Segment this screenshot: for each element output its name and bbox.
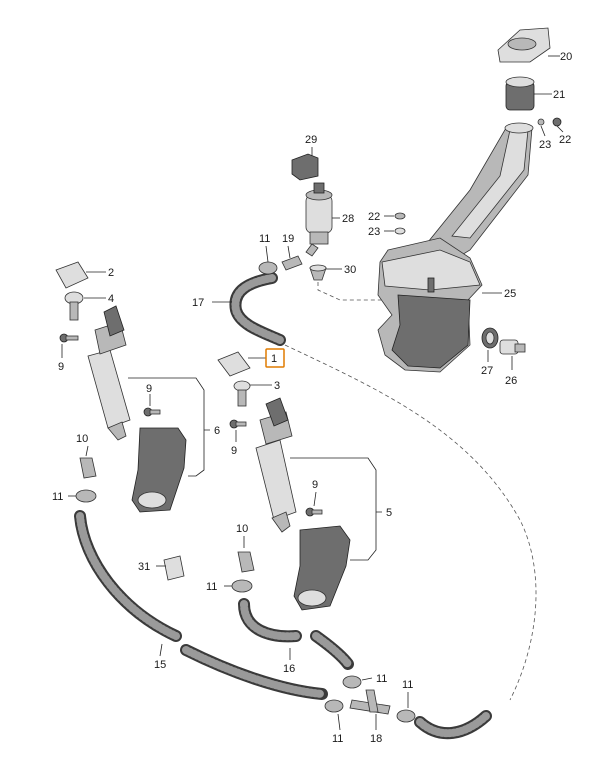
label-2: 2 [108,267,114,279]
nozzle-3 [233,380,251,407]
clamp-11-right [231,579,253,593]
filler-cap [497,27,551,63]
leader-lines [61,55,564,731]
clamp-11-b2 [324,699,344,713]
level-sensor-26 [499,339,526,355]
label-11d: 11 [376,673,387,685]
label-4: 4 [108,293,114,305]
label-25: 25 [504,288,516,300]
grommet-27 [481,327,499,349]
clamp-11-b1 [342,675,362,689]
grommet-30 [309,264,327,281]
bracket-line-6 [128,377,210,477]
label-11f: 11 [332,733,343,745]
label-30: 30 [344,264,356,276]
filler-collar [505,76,535,111]
telescopic-cylinder-left [87,305,131,441]
label-9a: 9 [58,361,64,373]
seal-23 [394,227,406,235]
label-18: 18 [370,733,382,745]
elbow-10-left [79,457,97,479]
label-23b: 23 [368,226,380,238]
bracket-right [293,525,351,611]
clip-31 [163,555,185,581]
clamp-11-left [75,489,97,503]
label-6: 6 [214,425,220,437]
small-fastener-23-22 [537,117,562,127]
clamp-11-b3 [396,709,416,723]
t-piece-18 [349,689,391,715]
grommet-22 [394,212,406,220]
bracket-line-5 [290,457,382,561]
label-15: 15 [154,659,166,671]
label-5: 5 [386,507,392,519]
part-labels: 20 21 23 22 29 28 22 23 30 11 19 17 25 2… [52,51,572,745]
bracket-left [131,427,187,513]
label-11e: 11 [402,679,413,691]
label-17: 17 [192,297,204,309]
label-21: 21 [553,89,565,101]
label-10a: 10 [76,433,88,445]
tank-dash-line [317,275,390,301]
label-1: 1 [271,353,277,365]
bolt-9-left [59,333,79,343]
clamp-11-top [258,261,278,275]
label-9c: 9 [231,445,237,457]
label-11b: 11 [52,491,63,503]
connector-19 [281,255,303,271]
label-10b: 10 [236,523,248,535]
label-22a: 22 [559,134,571,146]
label-31: 31 [138,561,150,573]
bolt-9-right [229,419,247,429]
bolt-9-leftbr [143,407,161,417]
label-26: 26 [505,375,517,387]
cap-2 [55,261,89,289]
label-20: 20 [560,51,572,63]
label-29: 29 [305,134,317,146]
label-28: 28 [342,213,354,225]
elbow-10-right [237,551,255,573]
label-11a: 11 [259,233,270,245]
highlight-box-part-1 [265,348,285,368]
bolt-9-rightbr [305,507,323,517]
pump-connector [291,153,319,181]
telescopic-cylinder-right [255,397,297,533]
washer-pump [305,182,333,257]
label-16: 16 [283,663,295,675]
label-9b: 9 [146,383,152,395]
hose-15 [74,510,182,642]
label-27: 27 [481,365,493,377]
label-23a: 23 [539,139,551,151]
label-19: 19 [282,233,294,245]
label-9d: 9 [312,479,318,491]
label-3: 3 [274,380,280,392]
label-22b: 22 [368,211,380,223]
label-11c: 11 [206,581,217,593]
nozzle-4 [64,291,84,321]
routing-dash-line [284,344,537,701]
washer-reservoir [377,237,483,373]
cap-1 [217,351,251,377]
